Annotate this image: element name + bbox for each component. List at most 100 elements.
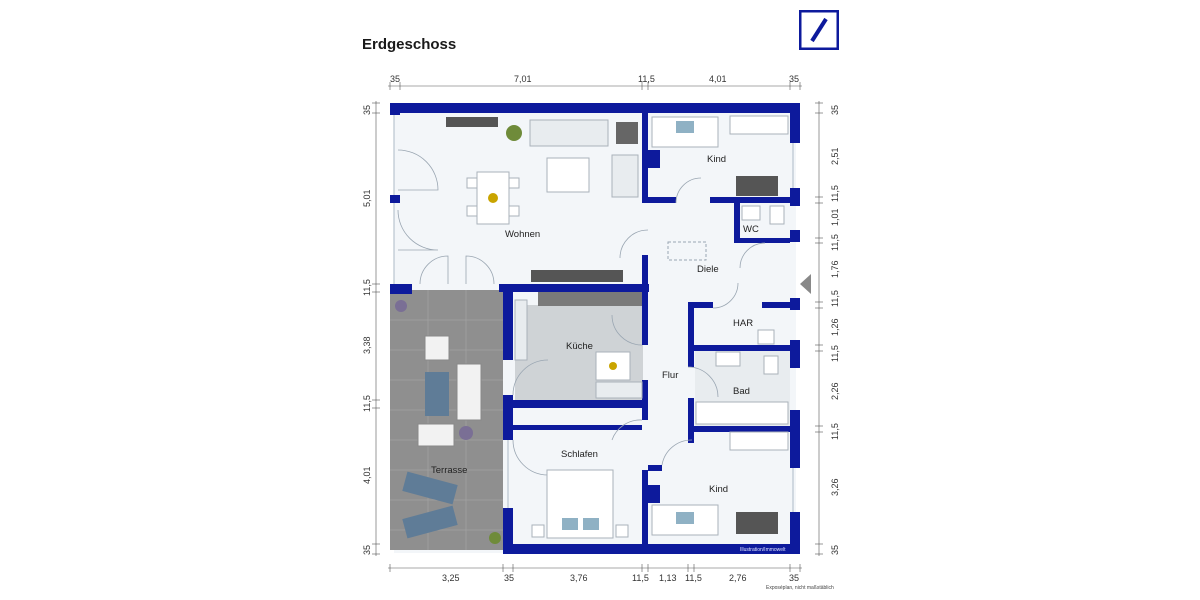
wall-wc-bottom: [740, 238, 790, 243]
wall-wc-left: [734, 203, 740, 243]
terrace-chair: [424, 335, 450, 361]
sofa: [529, 119, 609, 147]
desk-kind-bottom: [736, 512, 778, 534]
wall-right-1: [790, 188, 800, 206]
wall-right-bottom: [790, 512, 800, 554]
wall-core-vertical-bottom: [642, 470, 648, 550]
desk-kind-top: [736, 176, 778, 196]
wall-right-4: [790, 340, 800, 368]
coffee-table: [546, 157, 590, 193]
wall-har-bottom: [694, 345, 790, 351]
wall-kitchen-bottom: [503, 400, 643, 408]
side-table: [616, 122, 638, 144]
dim-right-1: 2,51: [830, 147, 840, 165]
nightstand-2: [615, 524, 629, 538]
diele-cabinet: [667, 241, 707, 261]
sideboard: [446, 117, 498, 127]
dim-right-11: 3,26: [830, 478, 840, 496]
dim-left-4: 11,5: [362, 395, 372, 412]
dim-top-4: 35: [789, 74, 799, 84]
wall-left-top: [390, 103, 400, 115]
deutsche-bank-logo-icon: [799, 10, 839, 50]
dim-right-2: 11,5: [830, 185, 840, 202]
room-label-flur: Flur: [662, 370, 678, 381]
wall-kind-desk-block: [648, 150, 660, 168]
bad-sink: [715, 351, 741, 367]
dim-bottom-5: 11,5: [685, 573, 702, 583]
wall-har-top: [688, 302, 713, 308]
kitchen-bench: [595, 381, 643, 399]
terrace-table: [425, 372, 449, 416]
wall-kind-top-bottom-2: [710, 197, 790, 203]
dim-left-6: 35: [362, 545, 372, 555]
watermark: Illustration/Immowelt: [740, 547, 786, 553]
dim-bottom-2: 3,76: [570, 573, 588, 583]
dim-left-2: 11,5: [362, 279, 372, 296]
dim-left-3: 3,38: [362, 336, 372, 354]
dim-right-7: 1,26: [830, 318, 840, 336]
bathtub: [695, 401, 789, 425]
room-label-kueche: Küche: [566, 341, 593, 352]
plant-icon-2: [489, 532, 501, 544]
wall-right-top: [790, 103, 800, 143]
room-label-diele: Diele: [697, 264, 719, 275]
room-label-kind-top: Kind: [707, 154, 726, 165]
wall-bad-left: [688, 398, 694, 443]
wall-core-vertical-top: [642, 103, 648, 203]
dim-right-8: 11,5: [830, 345, 840, 362]
dim-bottom-3: 11,5: [632, 573, 649, 583]
dim-bottom-0: 3,25: [442, 573, 460, 583]
armchair: [611, 154, 639, 198]
fruit-bowl-icon: [609, 362, 617, 370]
bed-schlafen: [546, 469, 614, 539]
kitchen-counter-side: [514, 299, 528, 361]
dim-right-6: 11,5: [830, 290, 840, 307]
wall-kitchen-left: [503, 284, 513, 360]
dim-right-9: 2,26: [830, 382, 840, 400]
nightstand: [531, 524, 545, 538]
wall-kind-top-bottom: [648, 197, 676, 203]
dim-right-5: 1,76: [830, 260, 840, 278]
wall-right-3: [790, 298, 800, 310]
wall-core-vertical-low: [642, 380, 648, 420]
dim-top-3: 4,01: [709, 74, 727, 84]
wall-har-top-2: [762, 302, 790, 308]
flower-icon: [395, 300, 407, 312]
dim-right-3: 1,01: [830, 208, 840, 226]
har-washer: [757, 329, 775, 345]
wardrobe-kind-top: [729, 115, 789, 135]
wall-living-kitchen: [499, 284, 649, 292]
terrace-chair-2: [417, 423, 455, 447]
wall-terrace-corner: [390, 284, 412, 294]
wall-schlafen-left: [503, 508, 513, 554]
room-label-terrasse: Terrasse: [431, 465, 467, 476]
wall-core-vertical-mid: [642, 255, 648, 345]
wc-toilet: [769, 205, 785, 225]
wall-top: [390, 103, 800, 113]
dim-top-0: 35: [390, 74, 400, 84]
room-label-har: HAR: [733, 318, 753, 329]
kitchen-table: [595, 351, 631, 381]
table-decor-icon: [488, 193, 498, 203]
wall-bad-bottom: [694, 426, 790, 432]
sun-lounger: [402, 471, 458, 505]
sun-lounger-2: [402, 505, 458, 539]
room-label-wohnen: Wohnen: [505, 229, 540, 240]
tv-board: [531, 270, 623, 282]
wall-har-left: [688, 302, 694, 367]
wall-left-block: [390, 195, 400, 203]
dining-table: [476, 171, 510, 225]
dim-bottom-6: 2,76: [729, 573, 747, 583]
terrace-bench: [456, 363, 482, 421]
wall-schlafen-top: [513, 425, 642, 430]
room-label-wc: WC: [743, 224, 759, 235]
wall-kitchen-left-2: [503, 395, 513, 440]
dim-right-12: 35: [830, 545, 840, 555]
page-title: Erdgeschoss: [362, 36, 457, 53]
dim-right-0: 35: [830, 105, 840, 115]
dim-left-1: 5,01: [362, 189, 372, 207]
dim-left-5: 4,01: [362, 466, 372, 484]
room-label-schlafen: Schlafen: [561, 449, 598, 460]
dim-top-2: 11,5: [638, 74, 655, 84]
